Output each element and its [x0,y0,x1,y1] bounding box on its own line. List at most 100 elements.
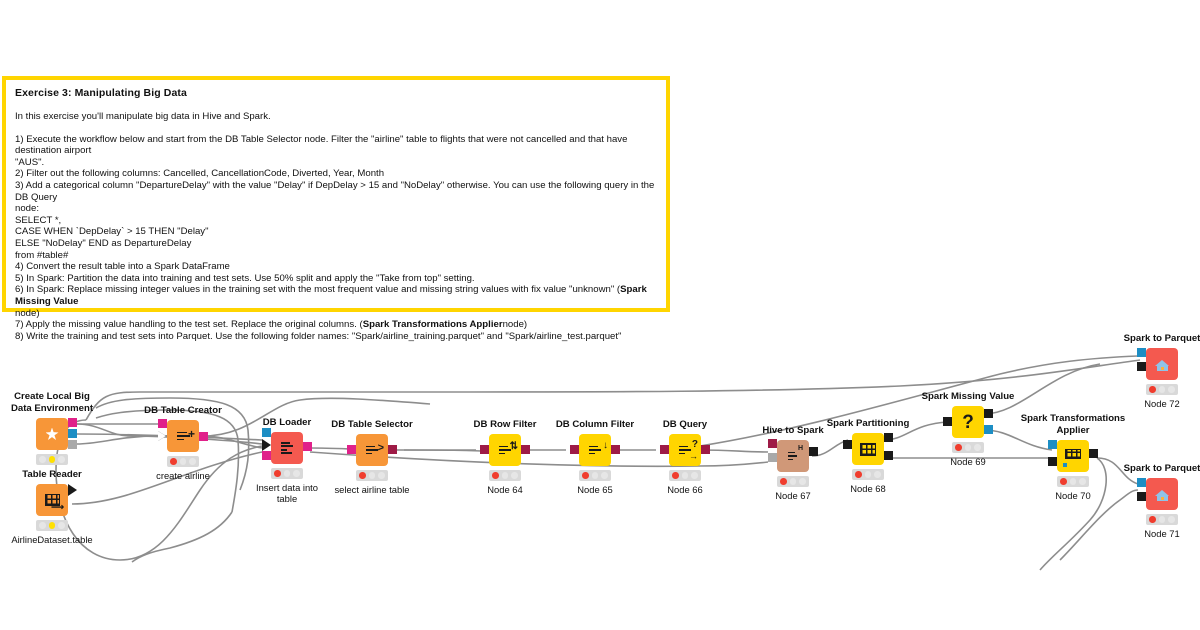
annotation-line-sql-4: from #table# [15,249,69,261]
node-body[interactable] [1137,478,1178,510]
node-status-indicator [489,470,521,481]
db-table-creator-icon: + [167,420,199,452]
port-out-db[interactable] [68,418,77,427]
node-sublabel: Node 70 [1055,490,1091,501]
wire-top-parquet72 [699,355,1139,447]
node-body[interactable] [262,428,312,464]
node-body[interactable]: ? → [660,434,710,466]
port-in-db[interactable] [480,445,489,454]
status-red [39,456,46,463]
port-out-spark[interactable] [809,447,818,456]
status-yellow [179,458,187,465]
node-body[interactable] [1048,440,1098,472]
port-out-spark[interactable] [1089,449,1098,458]
port-out-spark-test[interactable] [884,451,893,460]
node-sublabel: Node 67 [775,490,811,501]
status-yellow [591,472,599,479]
node-spark-to-parquet-72[interactable]: Spark to Parquet Node 72 [1124,333,1200,409]
port-in-context[interactable] [768,453,777,462]
status-green [58,456,65,463]
port-in-db[interactable] [570,445,579,454]
wire-bracket-c [131,511,233,563]
node-body[interactable]: > [347,434,397,466]
node-body[interactable]: ⇅ [480,434,530,466]
port-out-db[interactable] [611,445,620,454]
node-db-query[interactable]: DB Query ? → Node 66 [660,419,710,495]
port-in-table[interactable] [262,439,271,451]
workflow-annotation-box[interactable]: Exercise 3: Manipulating Big Data In thi… [2,76,670,342]
port-in-spark[interactable] [943,417,952,426]
port-in-db[interactable] [660,445,669,454]
port-in-spark[interactable] [1137,362,1146,371]
wire-applier-down [1039,457,1107,571]
status-red [955,444,962,451]
node-caption: DB Query [662,418,708,430]
status-green [1168,516,1175,523]
node-body[interactable]: + [158,419,208,452]
port-out-spark[interactable] [984,409,993,418]
node-db-table-selector[interactable]: DB Table Selector > select airline table [331,419,412,495]
port-in-db[interactable] [262,451,271,460]
spark-partitioning-icon [852,433,884,465]
port-in-connection[interactable] [262,428,271,437]
db-column-filter-icon: ↓ [579,434,611,466]
node-status-indicator [777,476,809,487]
port-in-spark[interactable] [1137,492,1146,501]
node-create-local-big-data-environment[interactable]: Create Local Big Data Environment [11,391,93,465]
port-in-spark[interactable] [843,440,852,449]
annotation-line-3: 3) Add a categorical column "DepartureDe… [15,179,657,203]
node-caption: Spark Missing Value [921,390,1015,402]
status-green [293,470,300,477]
port-out-db[interactable] [521,445,530,454]
port-out-model[interactable] [984,425,993,434]
port-in-flow-variable[interactable] [158,431,166,441]
status-yellow [1158,386,1166,393]
wire-left-loop-up [119,445,263,561]
node-hive-to-spark[interactable]: Hive to Spark H Node 67 [762,425,823,501]
port-in-db[interactable] [158,419,167,428]
port-in-connection[interactable] [1137,348,1146,357]
node-body[interactable]: ↓ [570,434,620,466]
port-out-hive[interactable] [68,429,77,438]
status-green [601,472,608,479]
node-spark-to-parquet-71[interactable]: Spark to Parquet Node 71 [1124,463,1200,539]
port-in-db[interactable] [768,439,777,448]
node-spark-partitioning[interactable]: Spark Partitioning Node 68 [827,418,910,494]
node-caption: DB Row Filter [473,418,537,430]
node-status-indicator [1146,384,1178,395]
port-out-table[interactable] [68,484,77,496]
annotation-line-7-text: 7) Apply the missing value handling to t… [15,319,363,331]
node-body[interactable]: H [768,439,818,472]
node-body[interactable]: ⟶ [36,484,77,516]
port-out-db[interactable] [388,445,397,454]
port-out-spark[interactable] [68,440,77,449]
annotation-line-sql-1: SELECT *, [15,214,62,226]
node-table-reader[interactable]: Table Reader ⟶ AirlineDataset.table [11,469,92,545]
node-body[interactable] [843,433,893,465]
port-in-db[interactable] [347,445,356,454]
node-body[interactable] [1137,348,1178,380]
db-row-filter-icon: ⇅ [489,434,521,466]
node-body[interactable]: ? [943,406,993,438]
port-in-spark[interactable] [1048,457,1057,466]
node-db-loader[interactable]: DB Loader Insert data into table [256,417,318,505]
spark-to-parquet-icon [1146,348,1178,380]
annotation-line-7-node-ref: Spark Transformations Applier [362,319,503,331]
node-spark-transformations-applier[interactable]: Spark Transformations Applier Node 70 [1021,413,1126,501]
node-spark-missing-value[interactable]: Spark Missing Value ? Node 69 [922,391,1015,467]
node-db-row-filter[interactable]: DB Row Filter ⇅ Node 64 [474,419,537,495]
node-sublabel: Node 68 [850,483,886,494]
port-out-spark-training[interactable] [884,433,893,442]
port-out-db[interactable] [303,442,312,451]
port-out-db[interactable] [701,445,710,454]
node-db-table-creator[interactable]: DB Table Creator + create airline [144,405,222,481]
node-body[interactable] [36,418,77,450]
port-in-connection[interactable] [1137,478,1146,487]
annotation-line-6-text: 6) In Spark: Replace missing integer val… [15,284,621,296]
annotation-line-1b: "AUS". [15,156,45,168]
node-db-column-filter[interactable]: DB Column Filter ↓ Node 65 [556,419,634,495]
port-in-model[interactable] [1048,440,1057,449]
port-out-db[interactable] [199,432,208,441]
wire-reader-loader [71,451,263,505]
node-sublabel: Node 65 [577,484,613,495]
